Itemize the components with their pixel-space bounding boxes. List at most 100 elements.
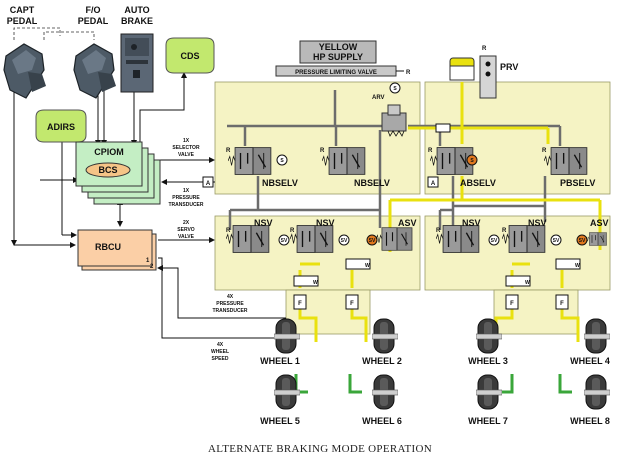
w-label-4: W bbox=[575, 263, 580, 269]
annotations: 1X SELECTOR VALVE 1X PRESSURE TRANSDUCER… bbox=[169, 138, 248, 362]
a-box-left: A bbox=[202, 176, 214, 188]
nsv-4-label: NSV bbox=[528, 218, 547, 228]
pt4-note-3: TRANSDUCER bbox=[213, 308, 248, 314]
fo-pedal-icon[interactable] bbox=[73, 43, 117, 99]
nsv-1-label: NSV bbox=[254, 218, 273, 228]
yellow-hp-supply[interactable]: YELLOW HP SUPPLY bbox=[299, 40, 377, 64]
nbselv-2-r: R bbox=[320, 148, 325, 154]
wheel-6[interactable] bbox=[372, 374, 398, 410]
w-label-3: W bbox=[525, 280, 530, 286]
abselv-s: S bbox=[470, 158, 474, 164]
diagram-caption: ALTERNATE BRAKING MODE OPERATION bbox=[208, 443, 432, 455]
servo-note-3: VALVE bbox=[178, 234, 195, 240]
nbselv-2-label: NBSELV bbox=[354, 178, 390, 188]
asv-2-sv: SV bbox=[579, 238, 586, 244]
servo-row-right: R NSV SV R NSV SV SV ASV W W bbox=[436, 218, 609, 287]
nbselv-1-s: S bbox=[280, 158, 284, 164]
nbselv-1-r: R bbox=[226, 148, 231, 154]
pbselv-r: R bbox=[542, 148, 547, 154]
asv-1-label: ASV bbox=[398, 218, 417, 228]
pt4-note-1: 4X bbox=[227, 294, 234, 300]
capt-pedal-icon[interactable] bbox=[3, 43, 47, 99]
arv-label: ARV bbox=[372, 95, 385, 101]
pt4-note-2: PRESSURE bbox=[216, 301, 244, 307]
wheel-2[interactable] bbox=[372, 318, 398, 354]
abselv-r: R bbox=[428, 148, 433, 154]
bcs-label: BCS bbox=[98, 165, 117, 175]
pressure-limiting-valve[interactable]: PRESSURE LIMITING VALVE R bbox=[275, 65, 411, 77]
nsv-3-label: NSV bbox=[462, 218, 481, 228]
wheel-7-label: WHEEL 7 bbox=[468, 416, 508, 426]
pbselv[interactable]: R PBSELV bbox=[542, 146, 595, 188]
prv-label: PRV bbox=[500, 62, 518, 72]
wheel-4[interactable] bbox=[584, 318, 610, 354]
auto-brake-display bbox=[126, 60, 148, 64]
pt1-note-1: 1X bbox=[183, 188, 190, 194]
fo-pedal[interactable]: F/O PEDAL bbox=[73, 5, 117, 99]
fuse-3-label: F bbox=[510, 301, 514, 307]
prv-r-label: R bbox=[482, 46, 487, 52]
bcs-module bbox=[85, 162, 131, 178]
check-valve-1 bbox=[435, 123, 451, 133]
wheel-speed-note-1: 4X bbox=[217, 342, 224, 348]
selector-valve-note-1: 1X bbox=[183, 138, 190, 144]
cpiom-label: CPIOM bbox=[94, 147, 124, 157]
pedal-link-lines bbox=[13, 27, 95, 40]
wheel-8[interactable] bbox=[584, 374, 610, 410]
wheel-speed-note-2: WHEEL bbox=[211, 349, 229, 355]
wheel-3-label: WHEEL 3 bbox=[468, 356, 508, 366]
plv-r-label: R bbox=[406, 70, 411, 76]
arv-s-icon bbox=[389, 82, 401, 94]
a-label-left: A bbox=[206, 181, 211, 187]
abselv[interactable]: R S ABSELV bbox=[428, 146, 496, 188]
wheel-8-label: WHEEL 8 bbox=[570, 416, 610, 426]
auto-brake-button[interactable] bbox=[133, 70, 140, 78]
cds-label: CDS bbox=[180, 51, 199, 61]
nbselv-2[interactable]: R NBSELV bbox=[320, 146, 390, 188]
fuses: F F F F bbox=[293, 294, 569, 310]
wheel-1-label: WHEEL 1 bbox=[260, 356, 300, 366]
a-box-right: A bbox=[427, 176, 439, 188]
w-label-2: W bbox=[365, 263, 370, 269]
yellow-supply-label-2: HP SUPPLY bbox=[313, 52, 363, 62]
servo-note-1: 2X bbox=[183, 220, 190, 226]
nsv-4-r: R bbox=[502, 228, 507, 234]
auto-brake-knob-icon[interactable] bbox=[131, 44, 137, 50]
wheel-2-label: WHEEL 2 bbox=[362, 356, 402, 366]
nbselv-1-label: NBSELV bbox=[262, 178, 298, 188]
accumulator bbox=[449, 57, 475, 81]
nsv-3-r: R bbox=[436, 228, 441, 234]
fo-pedal-label-2: PEDAL bbox=[78, 16, 109, 26]
nsv-3-sv: SV bbox=[491, 238, 498, 244]
servo-row-left: R NSV SV R NSV SV SV ASV W W bbox=[226, 218, 417, 287]
rbcu-port-2: 2 bbox=[150, 264, 154, 270]
fuse-2-label: F bbox=[350, 301, 354, 307]
nbselv-1[interactable]: R S NBSELV bbox=[226, 146, 298, 188]
nsv-4-sv: SV bbox=[553, 238, 560, 244]
return-lines bbox=[227, 90, 562, 230]
wheel-5-label: WHEEL 5 bbox=[260, 416, 300, 426]
rbcu-port-1: 1 bbox=[146, 258, 150, 264]
capt-pedal[interactable]: CAPT PEDAL bbox=[3, 5, 47, 99]
prv[interactable]: R PRV bbox=[479, 46, 518, 99]
auto-brake[interactable]: AUTO BRAKE bbox=[120, 5, 154, 93]
fuse-3 bbox=[505, 294, 519, 310]
panels bbox=[214, 81, 611, 335]
cds-box[interactable]: CDS bbox=[165, 37, 215, 74]
wheels: WHEEL 1 WHEEL 2 WHEEL 3 WHEEL 4 WHEEL 5 … bbox=[260, 318, 610, 426]
nsv-2-r: R bbox=[290, 228, 295, 234]
rbcu-stack[interactable]: RBCU 1 2 bbox=[77, 229, 157, 271]
cpiom-stack[interactable]: CPIOM BCS bbox=[75, 141, 161, 205]
arv[interactable]: ARV S bbox=[372, 82, 407, 137]
adirs-box[interactable]: ADIRS bbox=[35, 109, 87, 143]
fuse-1 bbox=[293, 294, 307, 310]
abselv-label: ABSELV bbox=[460, 178, 496, 188]
green-lines bbox=[294, 374, 572, 394]
selector-valve-note-3: VALVE bbox=[178, 152, 195, 158]
asv-2-label: ASV bbox=[590, 218, 609, 228]
arv-s-label: S bbox=[393, 86, 397, 92]
wheel-7[interactable] bbox=[476, 374, 502, 410]
wheel-6-label: WHEEL 6 bbox=[362, 416, 402, 426]
wheel-4-label: WHEEL 4 bbox=[570, 356, 610, 366]
